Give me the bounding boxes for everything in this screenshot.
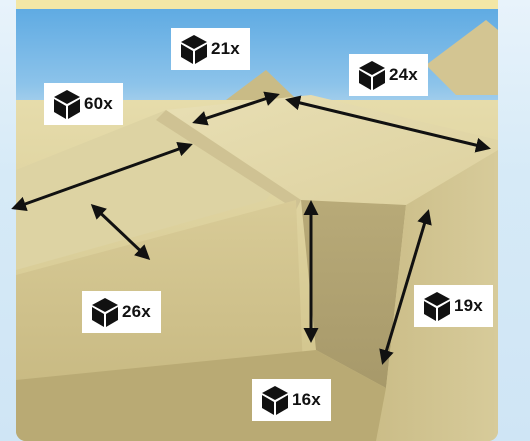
arrow-24x [285,95,491,153]
block-icon [181,35,207,64]
dimension-label-26x: 26x [82,291,161,333]
dimension-label-60x: 60x [44,83,123,125]
block-edge [156,110,301,210]
arrow-19x [379,209,432,365]
block-icon [424,292,450,321]
top-banner-strip [16,0,498,9]
dimension-value: 21x [211,39,240,58]
block-icon [92,298,118,327]
block-icon [262,386,288,415]
arrow-60x [11,141,193,212]
dimension-label-19x: 19x [414,285,493,327]
arrow-21x [192,91,280,126]
dimension-label-16x: 16x [252,379,331,421]
block-icon [359,61,385,90]
dimension-value: 16x [292,390,321,409]
distant-pyramid-right [426,20,498,95]
block-icon [54,90,80,119]
dimension-value: 60x [84,94,113,113]
dimension-value: 19x [454,296,483,315]
dimension-value: 24x [389,65,418,84]
dimension-label-21x: 21x [171,28,250,70]
dimension-label-24x: 24x [349,54,428,96]
arrow-26x [90,203,151,261]
dimension-value: 26x [122,302,151,321]
